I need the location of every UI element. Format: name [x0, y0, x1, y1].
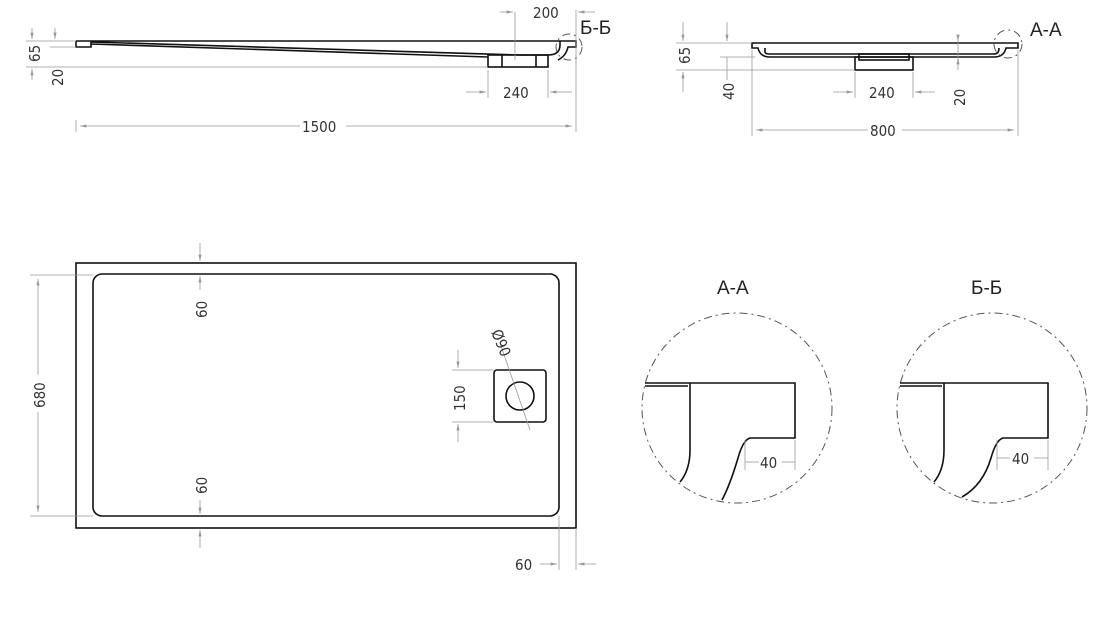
- detail-bb: Б-Б 40: [896, 278, 1088, 504]
- dim-width-800: 800: [870, 122, 896, 140]
- dim-drain-width-240: 240: [503, 84, 529, 102]
- dim-height-65-short: 65: [676, 47, 694, 64]
- detail-bb-dimension: 40: [1012, 450, 1029, 468]
- dim-rim-bottom-60: 60: [193, 477, 211, 494]
- dim-length-1500: 1500: [302, 118, 336, 136]
- detail-bb-title: Б-Б: [971, 278, 1002, 299]
- plan-view: Ø90 150 680 60 60 60: [30, 243, 596, 574]
- dim-height-40: 40: [720, 83, 738, 100]
- dim-drain-size-150: 150: [451, 385, 469, 411]
- side-view-short: А-А 800 240 65 40 20: [676, 20, 1062, 140]
- detail-aa-dimension: 40: [760, 454, 777, 472]
- dim-drain-width-240-short: 240: [869, 84, 895, 102]
- side-view-long: Б-Б 1500 200 240 65 20: [26, 4, 611, 136]
- dim-height-20-short: 20: [951, 89, 969, 106]
- dim-plan-width-680: 680: [31, 382, 49, 408]
- detail-aa: А-А 40: [641, 278, 833, 504]
- section-label-bb: Б-Б: [580, 18, 611, 39]
- dim-drain-diameter: Ø90: [487, 327, 514, 360]
- dim-rim-top-60: 60: [193, 301, 211, 318]
- dim-drain-offset-200: 200: [533, 4, 559, 22]
- dim-rim-right-60: 60: [515, 556, 532, 574]
- section-label-aa: А-А: [1030, 20, 1062, 41]
- detail-aa-title: А-А: [717, 278, 749, 299]
- dim-height-65: 65: [26, 45, 44, 62]
- dim-height-20: 20: [49, 69, 67, 86]
